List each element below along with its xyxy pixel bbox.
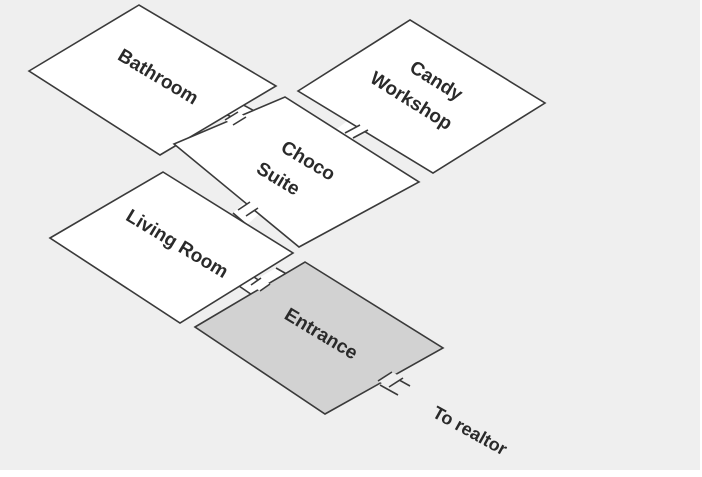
door-living-room: [237, 201, 251, 211]
room-candy-workshop: [296, 19, 547, 174]
rooms: [27, 4, 547, 415]
exit-corridor-line-lower: [379, 384, 399, 396]
door-entrance-west: [250, 277, 262, 286]
door-candy-workshop: [344, 124, 361, 134]
room-choco-suite: [172, 96, 421, 248]
door-exit: [377, 371, 393, 382]
doors: [224, 111, 404, 388]
room-living-room: [48, 171, 295, 324]
door-bathroom: [224, 111, 239, 121]
room-bathroom: [27, 4, 278, 156]
